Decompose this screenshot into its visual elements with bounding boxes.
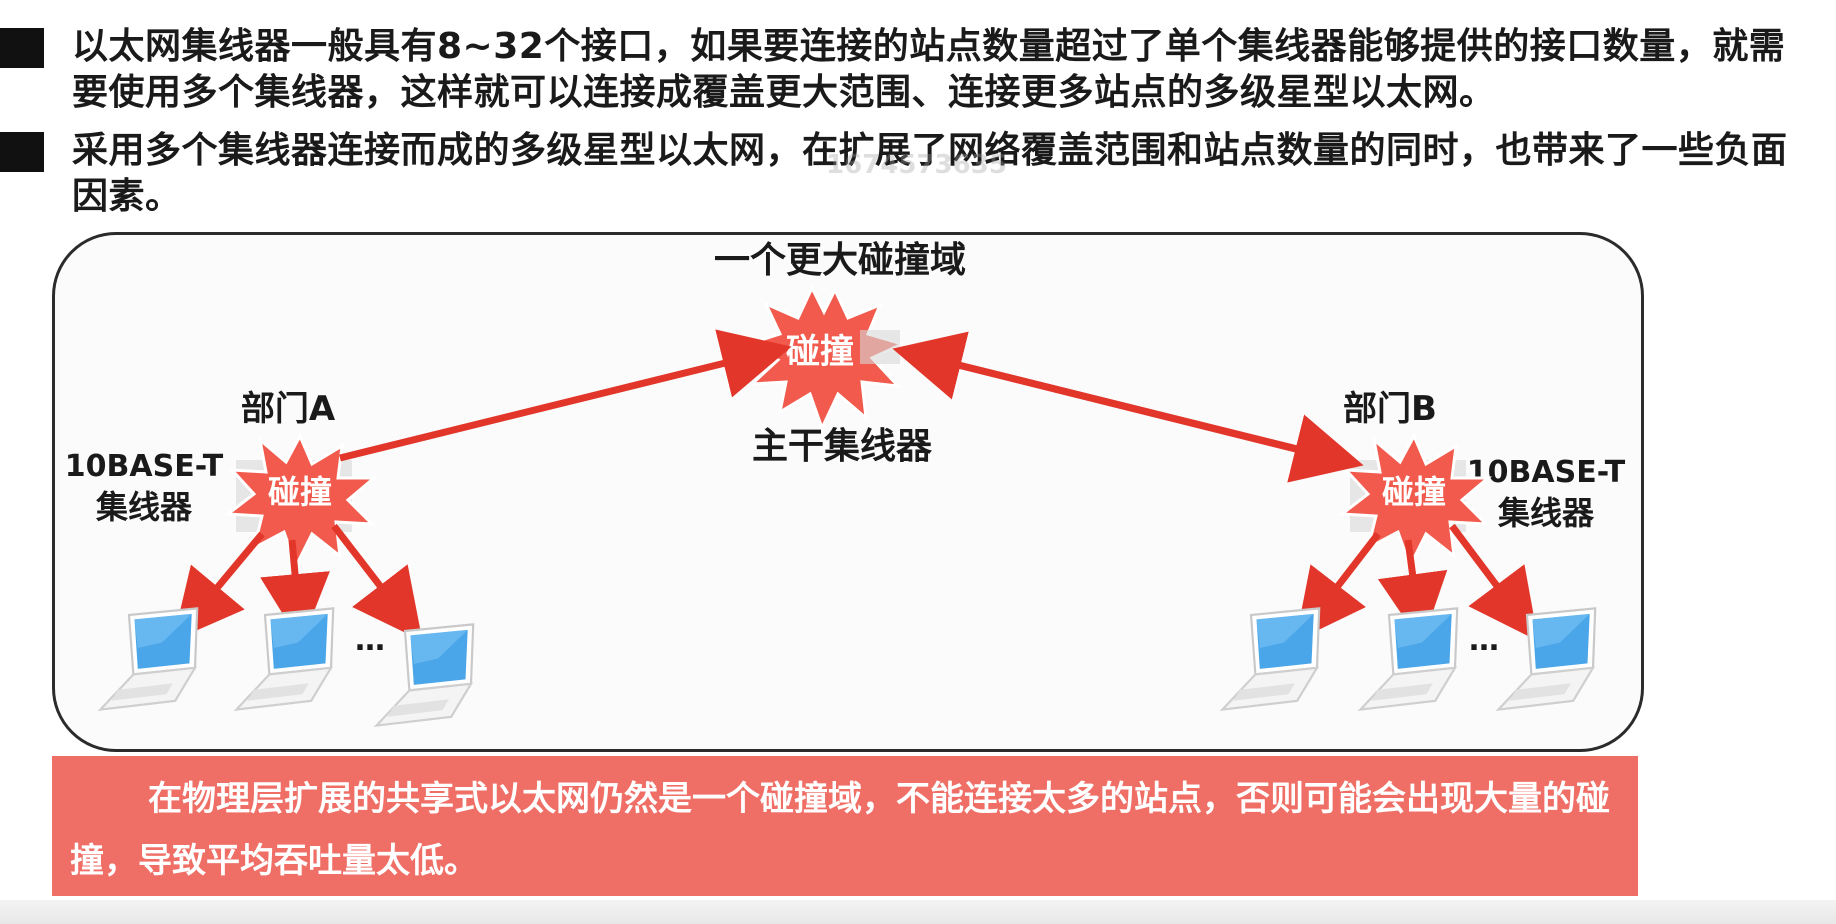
dept-b-hub-line2: 集线器 [1497,494,1595,532]
backbone-collision-burst: 碰撞 [744,284,907,432]
bullet-item-2: 采用多个集线器连接而成的多级星型以太网，在扩展了网络覆盖范围和站点数量的同时，也… [0,128,1800,220]
dept-b-collision-label: 碰撞 [1382,473,1446,511]
backbone-collision-label: 碰撞 [786,332,854,372]
backbone-hub-label: 主干集线器 [752,426,933,467]
watermark: 1674573635 [826,150,1007,180]
dept-a-ellipsis: … [355,623,385,658]
dept-b-name: 部门B [1343,389,1437,429]
dept-b-ellipsis: … [1469,623,1499,658]
backbone-link-a [339,329,792,462]
bullet-square-icon [0,28,44,68]
laptop-icon [99,607,199,711]
dept-a-collision-burst: 碰撞 [223,432,379,570]
dept-a-hub-line1: 10BASE-T [65,449,224,484]
bullet-text-1: 以太网集线器一般具有8~32个接口，如果要连接的站点数量超过了单个集线器能够提供… [72,26,1786,113]
conclusion-box: 在物理层扩展的共享式以太网仍然是一个碰撞域，不能连接太多的站点，否则可能会出现大… [52,756,1638,896]
laptop-icon [235,607,335,711]
bottom-strip [0,900,1836,924]
laptop-icon [1359,607,1459,711]
dept-b-hub-line1: 10BASE-T [1467,455,1626,490]
collision-domain-label: 一个更大碰撞域 [714,240,966,281]
dept-b-collision-burst: 碰撞 [1337,432,1493,570]
dept-a-name: 部门A [241,389,336,429]
dept-a-hub-line2: 集线器 [95,488,193,526]
laptop-icon [1221,607,1321,711]
bullet-text-2: 采用多个集线器连接而成的多级星型以太网，在扩展了网络覆盖范围和站点数量的同时，也… [72,130,1788,217]
bullet-item-1: 以太网集线器一般具有8~32个接口，如果要连接的站点数量超过了单个集线器能够提供… [0,24,1790,116]
backbone-link-b [892,331,1364,483]
laptop-icon [1497,607,1597,711]
laptop-icon [375,623,475,727]
network-diagram: 碰撞 一个更大碰撞域 主干集线器 部门A 10BASE-T 集线器 碰撞 部门B… [65,240,1626,727]
conclusion-text: 在物理层扩展的共享式以太网仍然是一个碰撞域，不能连接太多的站点，否则可能会出现大… [70,779,1610,881]
bullet-square-icon [0,132,44,172]
dept-a-collision-label: 碰撞 [268,473,332,511]
